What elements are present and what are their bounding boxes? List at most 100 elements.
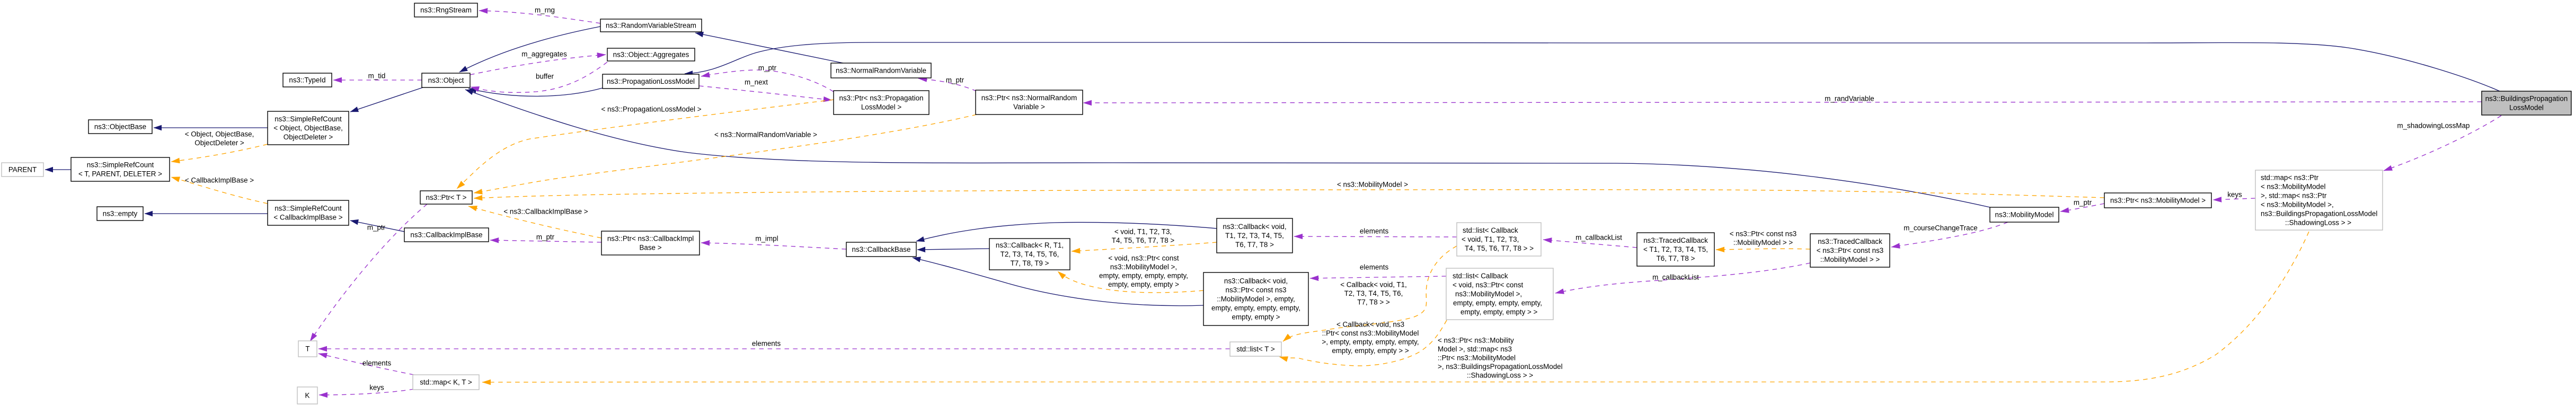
svg-text:::MobilityModel > >: ::MobilityModel > > — [1733, 239, 1793, 246]
svg-text:ns3::BuildingsPropagation: ns3::BuildingsPropagation — [2485, 95, 2568, 103]
svg-text:K: K — [305, 392, 310, 400]
svg-text:< ns3::MobilityModel: < ns3::MobilityModel — [2261, 183, 2325, 191]
svg-text:elements: elements — [362, 359, 392, 367]
svg-text:elements: elements — [1360, 263, 1389, 271]
svg-text:ns3::RngStream: ns3::RngStream — [420, 6, 472, 14]
svg-text:< Callback< void, ns3: < Callback< void, ns3 — [1336, 321, 1404, 329]
svg-text:ns3::ObjectBase: ns3::ObjectBase — [94, 123, 146, 131]
svg-text:empty, empty, empty, empty,: empty, empty, empty, empty, — [1453, 299, 1542, 307]
svg-text:ns3::Ptr< T >: ns3::Ptr< T > — [426, 193, 467, 201]
svg-text:T2, T3, T4, T5, T6,: T2, T3, T4, T5, T6, — [1001, 250, 1059, 258]
svg-text:ns3::Callback< R, T1,: ns3::Callback< R, T1, — [996, 241, 1064, 249]
svg-text:< ns3::Ptr< ns3::Mobility: < ns3::Ptr< ns3::Mobility — [1438, 337, 1514, 345]
svg-text:empty, empty, empty, empty,: empty, empty, empty, empty, — [1099, 272, 1188, 280]
svg-text:ns3::TracedCallback: ns3::TracedCallback — [1818, 237, 1882, 245]
svg-text:< CallbackImplBase >: < CallbackImplBase > — [185, 177, 254, 184]
svg-text:ns3::Callback< void,: ns3::Callback< void, — [1223, 223, 1286, 231]
svg-text:m_callbackList: m_callbackList — [1575, 234, 1622, 242]
svg-text:::Ptr< const ns3::MobilityMode: ::Ptr< const ns3::MobilityModel — [1322, 329, 1419, 337]
svg-text:< Object, ObjectBase,: < Object, ObjectBase, — [185, 130, 254, 138]
svg-text:T2, T3, T4, T5, T6,: T2, T3, T4, T5, T6, — [1344, 289, 1403, 297]
svg-text:m_ptr: m_ptr — [758, 64, 777, 72]
svg-text:empty, empty, empty > >: empty, empty, empty > > — [1332, 347, 1409, 355]
svg-text:< ns3::MobilityModel >,: < ns3::MobilityModel >, — [2261, 201, 2334, 209]
svg-text:empty, empty, empty >: empty, empty, empty > — [1108, 280, 1179, 288]
svg-text:ns3::TracedCallback: ns3::TracedCallback — [1643, 236, 1708, 244]
svg-text:ns3::RandomVariableStream: ns3::RandomVariableStream — [606, 22, 696, 30]
svg-text:T4, T5, T6, T7, T8 >: T4, T5, T6, T7, T8 > — [1112, 236, 1175, 244]
svg-text:ns3::Ptr< ns3::CallbackImpl: ns3::Ptr< ns3::CallbackImpl — [607, 235, 694, 243]
svg-text:>, ns3::BuildingsPropagationLo: >, ns3::BuildingsPropagationLossModel — [1438, 363, 1563, 371]
svg-text:< T1, T2, T3, T4, T5,: < T1, T2, T3, T4, T5, — [1643, 245, 1708, 253]
svg-text:ns3::Ptr< const ns3: ns3::Ptr< const ns3 — [1226, 286, 1287, 294]
svg-text:m_callbackList: m_callbackList — [1652, 274, 1699, 281]
svg-text:::ShadowingLoss > >: ::ShadowingLoss > > — [1467, 372, 1533, 380]
svg-text:< ns3::Ptr< const ns3: < ns3::Ptr< const ns3 — [1817, 246, 1884, 254]
svg-text:ns3::Ptr< ns3::NormalRandom: ns3::Ptr< ns3::NormalRandom — [981, 94, 1077, 102]
svg-text:< ns3::Ptr< const ns3: < ns3::Ptr< const ns3 — [1730, 230, 1797, 238]
svg-text:Model >, std::map< ns3: Model >, std::map< ns3 — [1438, 345, 1512, 353]
svg-text:ns3::PropagationLossModel: ns3::PropagationLossModel — [607, 77, 695, 85]
svg-text:T7, T8, T9 >: T7, T8, T9 > — [1011, 259, 1049, 267]
svg-text:< ns3::CallbackImplBase >: < ns3::CallbackImplBase > — [503, 208, 588, 216]
svg-text:LossModel >: LossModel > — [861, 103, 901, 111]
svg-text:m_courseChangeTrace: m_courseChangeTrace — [1904, 224, 1977, 232]
svg-text:std::map< ns3::Ptr: std::map< ns3::Ptr — [2261, 174, 2319, 182]
svg-text:m_ptr: m_ptr — [2074, 199, 2092, 207]
svg-text:m_ptr: m_ptr — [536, 233, 555, 241]
svg-text:ns3::BuildingsPropagationLossM: ns3::BuildingsPropagationLossModel — [2261, 210, 2377, 218]
svg-text:m_ptr: m_ptr — [367, 224, 386, 232]
svg-text:< void, T1, T2, T3,: < void, T1, T2, T3, — [1462, 235, 1519, 243]
svg-text:< ns3::MobilityModel >: < ns3::MobilityModel > — [1337, 181, 1408, 189]
svg-text:>, std::map< ns3::Ptr: >, std::map< ns3::Ptr — [2261, 192, 2327, 200]
svg-text:m_aggregates: m_aggregates — [521, 50, 567, 58]
svg-text:ns3::SimpleRefCount: ns3::SimpleRefCount — [87, 161, 154, 169]
svg-text:elements: elements — [752, 340, 781, 348]
svg-text:ns3::SimpleRefCount: ns3::SimpleRefCount — [275, 115, 342, 123]
svg-text:ns3::CallbackBase: ns3::CallbackBase — [852, 245, 911, 253]
svg-text:ns3::TypeId: ns3::TypeId — [289, 76, 325, 84]
svg-text:std::list< Callback: std::list< Callback — [1453, 272, 1508, 280]
svg-text:PARENT: PARENT — [8, 166, 37, 174]
svg-text:ns3::Ptr< ns3::MobilityModel >: ns3::Ptr< ns3::MobilityModel > — [2110, 197, 2206, 205]
svg-text:elements: elements — [1360, 227, 1389, 235]
svg-text:< ns3::NormalRandomVariable >: < ns3::NormalRandomVariable > — [714, 131, 817, 139]
svg-text:T6, T7, T8 >: T6, T7, T8 > — [1235, 241, 1274, 249]
svg-text:m_ptr: m_ptr — [946, 76, 964, 84]
svg-text:buffer: buffer — [536, 73, 554, 81]
svg-text:::ShadowingLoss > >: ::ShadowingLoss > > — [2285, 219, 2351, 227]
svg-text:m_shadowingLossMap: m_shadowingLossMap — [2397, 122, 2470, 130]
svg-text:ns3::Callback< void,: ns3::Callback< void, — [1224, 277, 1288, 285]
svg-text:< ns3::PropagationLossModel >: < ns3::PropagationLossModel > — [601, 105, 701, 113]
svg-text:< void, ns3::Ptr< const: < void, ns3::Ptr< const — [1108, 254, 1179, 262]
svg-text:ns3::Ptr< ns3::Propagation: ns3::Ptr< ns3::Propagation — [839, 94, 924, 102]
svg-text:m_randVariable: m_randVariable — [1825, 95, 1874, 103]
svg-text:m_impl: m_impl — [755, 235, 778, 243]
svg-text:>, empty, empty, empty, empty,: >, empty, empty, empty, empty, — [1322, 338, 1419, 346]
svg-text:ns3::SimpleRefCount: ns3::SimpleRefCount — [275, 205, 342, 213]
svg-text:m_next: m_next — [745, 78, 768, 86]
svg-text:ns3::CallbackImplBase: ns3::CallbackImplBase — [410, 231, 482, 239]
svg-text:empty, empty, empty, empty,: empty, empty, empty, empty, — [1211, 304, 1300, 312]
svg-text:Base >: Base > — [639, 244, 661, 252]
svg-text:keys: keys — [2227, 191, 2242, 199]
svg-text:ns3::NormalRandomVariable: ns3::NormalRandomVariable — [836, 67, 926, 75]
svg-text:Variable >: Variable > — [1013, 103, 1045, 111]
svg-text:< T, PARENT, DELETER >: < T, PARENT, DELETER > — [78, 170, 162, 178]
svg-text:T4, T5, T6, T7, T8 > >: T4, T5, T6, T7, T8 > > — [1465, 244, 1534, 252]
svg-text:ObjectDeleter >: ObjectDeleter > — [284, 133, 333, 141]
svg-text:< void, ns3::Ptr< const: < void, ns3::Ptr< const — [1453, 281, 1524, 289]
svg-text:ns3::empty: ns3::empty — [103, 210, 138, 218]
svg-text:ns3::Object::Aggregates: ns3::Object::Aggregates — [613, 51, 689, 59]
svg-text:T: T — [305, 345, 309, 353]
svg-text:< Callback< void, T1,: < Callback< void, T1, — [1340, 281, 1407, 289]
svg-text:m_tid: m_tid — [368, 72, 386, 80]
svg-text:keys: keys — [369, 384, 384, 392]
svg-text:ObjectDeleter >: ObjectDeleter > — [194, 139, 244, 147]
svg-text:ns3::MobilityModel >,: ns3::MobilityModel >, — [1110, 263, 1177, 271]
svg-text:T7, T8 > >: T7, T8 > > — [1357, 298, 1390, 306]
svg-text:std::list< Callback: std::list< Callback — [1463, 226, 1518, 234]
svg-text:::Ptr< ns3::MobilityModel: ::Ptr< ns3::MobilityModel — [1438, 354, 1516, 362]
svg-text:T1, T2, T3, T4, T5,: T1, T2, T3, T4, T5, — [1225, 232, 1284, 240]
svg-text:< void, T1, T2, T3,: < void, T1, T2, T3, — [1114, 228, 1172, 236]
